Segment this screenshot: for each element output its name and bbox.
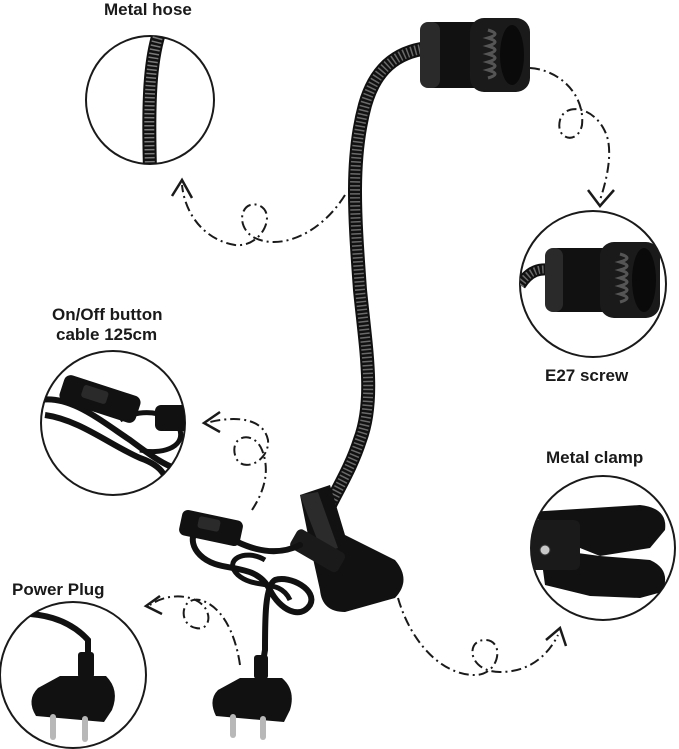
main-clamp [290, 485, 404, 612]
arrowhead-clamp-icon [545, 625, 568, 647]
arrowhead-switch-icon [201, 410, 221, 434]
arrow-to-switch [209, 418, 270, 511]
arrow-to-power-plug [149, 595, 241, 666]
arrow-to-metal-hose [181, 184, 346, 247]
detail-circle-e27-socket [519, 210, 667, 358]
detail-circle-metal-hose [85, 35, 215, 165]
main-power-plug [212, 655, 292, 740]
arrow-to-e27-socket [529, 67, 611, 201]
label-cable-length: cable 125cm [56, 325, 158, 344]
label-power-plug: Power Plug [12, 580, 105, 599]
arrow-to-metal-clamp [397, 597, 559, 677]
label-e27-screw: E27 screw [545, 366, 629, 385]
detail-circle-metal-clamp [530, 475, 676, 621]
detail-circle-switch-cable [40, 350, 186, 496]
main-e27-socket [420, 18, 530, 92]
label-metal-hose: Metal hose [104, 0, 192, 19]
main-gooseneck-hose [323, 41, 435, 512]
detail-circle-power-plug [0, 601, 147, 749]
arrowhead-e27-icon [587, 189, 615, 208]
arrowhead-plug-icon [143, 594, 163, 616]
label-metal-clamp: Metal clamp [546, 448, 644, 467]
label-on-off-button: On/Off button [52, 305, 163, 324]
main-cable-and-switch [179, 509, 315, 671]
arrowhead-metal-hose-icon [170, 177, 194, 199]
